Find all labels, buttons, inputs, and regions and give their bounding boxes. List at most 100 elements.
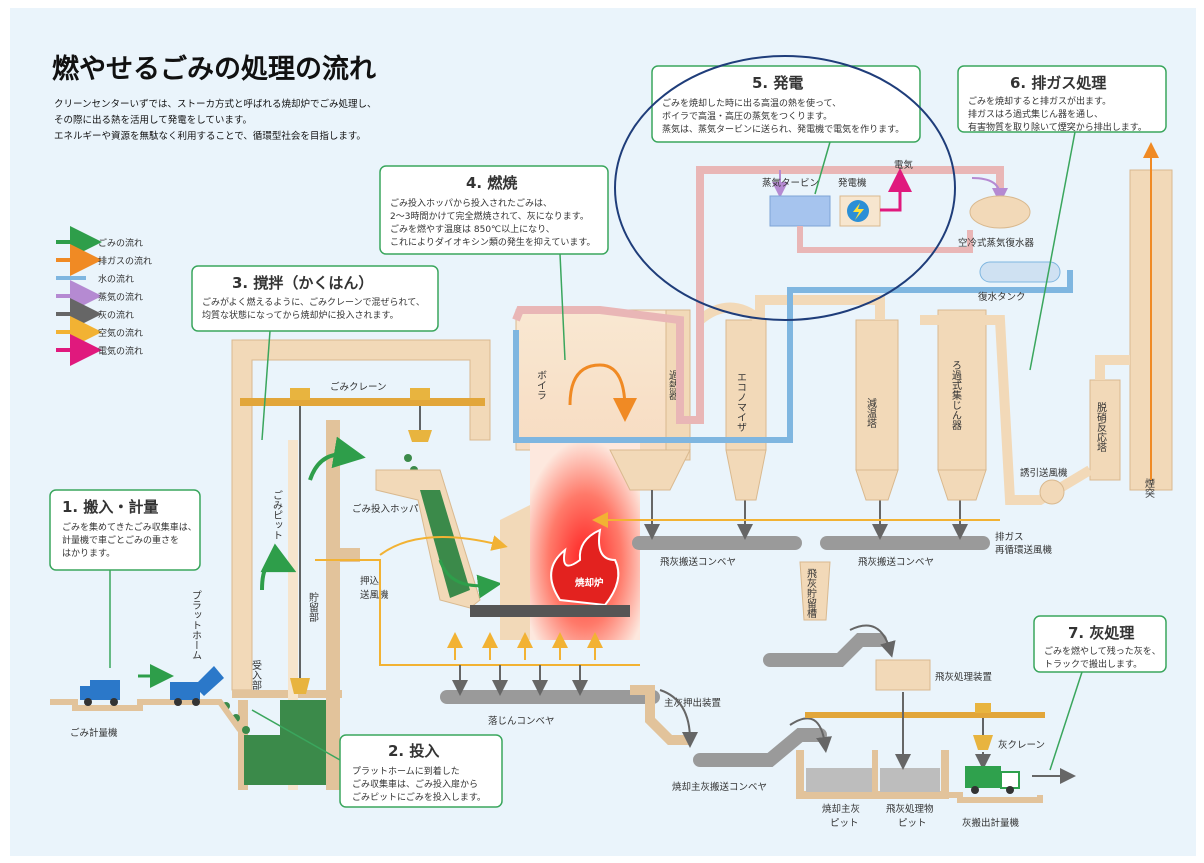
page-title: 燃やせるごみの処理の流れ <box>52 53 376 85</box>
label-fly-ash-conveyor-1: 飛灰搬送コンベヤ <box>660 556 736 568</box>
callout-2-line-1: プラットホームに到着した <box>352 765 460 777</box>
callout-3-line-1: ごみがよく燃えるように、ごみクレーンで混ぜられて、 <box>202 296 425 308</box>
legend: ごみの流れ 排ガスの流れ 水の流れ 蒸気の流れ 灰の流れ 空気の流れ 電気の流れ <box>56 226 152 366</box>
pit-garbage-right <box>280 700 326 785</box>
label-platform: プラットホーム <box>190 590 202 660</box>
label-superheater: 過熱器 <box>667 370 679 401</box>
label-main-ash-extractor: 主灰押出装置 <box>664 697 721 709</box>
label-condensate-tank: 復水タンク <box>978 291 1026 303</box>
ash-crane-rail <box>805 712 1045 718</box>
arrow-garbage-pit-1 <box>260 543 297 591</box>
intro-line-1: クリーンセンターいずでは、ストーカ方式と呼ばれる焼却炉でごみ処理し、 <box>54 98 377 110</box>
arrow-boiler-gas <box>568 363 637 422</box>
label-chimney: 煙突 <box>1143 478 1155 499</box>
push-blower: 押込 送風機 <box>315 535 640 666</box>
callout-5-line-3: 蒸気は、蒸気タービンに送られ、発電機で電気を作ります。 <box>662 123 904 135</box>
callout-1-line-3: はかります。 <box>62 548 115 559</box>
condensate-tank <box>979 261 1061 283</box>
callout-4: 4. 燃焼 ごみ投入ホッパから投入されたごみは、 2～3時間かけて完全燃焼されて… <box>379 165 609 361</box>
label-fly-ash-pit-1: 飛灰処理物 <box>886 803 934 815</box>
label-drop-conveyor: 落じんコンベヤ <box>488 715 555 727</box>
air-cooled-condenser <box>969 195 1031 229</box>
economizer <box>725 319 767 451</box>
callout-2-line-2: ごみ収集車は、ごみ投入扉から <box>352 778 478 790</box>
label-exhaust-fan-2: 再循環送風機 <box>995 544 1053 556</box>
arrow-electricity <box>880 168 912 212</box>
crane-bucket-lower <box>290 678 310 694</box>
label-condenser: 空冷式蒸気復水器 <box>958 237 1035 249</box>
label-fly-ash-conveyor-2: 飛灰搬送コンベヤ <box>858 556 934 568</box>
fly-ash-silo <box>799 561 831 621</box>
legend-label-steam: 蒸気の流れ <box>98 291 143 303</box>
callout-1-line-2: 計量機で車ごとごみの重さを <box>62 534 179 546</box>
label-fly-ash-treatment: 飛灰処理装置 <box>935 671 992 683</box>
label-main-ash-pit-1: 焼却主灰 <box>822 803 860 815</box>
label-economizer: エコノマイザ <box>735 372 747 432</box>
drop-conveyor-group: 落じんコンベヤ 主灰押出装置 <box>440 665 721 748</box>
intro-line-3: エネルギーや資源を無駄なく利用することで、循環型社会を目指します。 <box>54 130 366 142</box>
label-induced-fan: 誘引送風機 <box>1020 467 1068 479</box>
legend-label-electricity: 電気の流れ <box>98 345 143 357</box>
denox-tower <box>1089 379 1121 481</box>
ash-truck: 灰搬出計量機 <box>945 766 1076 829</box>
bag-filter <box>937 309 987 471</box>
crane-rail <box>240 398 485 406</box>
main-ash-conveyor <box>693 728 827 767</box>
label-fly-ash-silo: 飛灰貯留槽 <box>805 568 817 619</box>
label-ash-crane: 灰クレーン <box>998 739 1045 751</box>
callout-7: 7. 灰処理 ごみを燃やして残った灰を、 トラックで搬出します。 <box>1033 615 1167 771</box>
label-hopper: ごみ投入ホッパ <box>352 503 419 515</box>
flame-icon <box>550 528 620 607</box>
callout-5-title: 5. 発電 <box>752 74 803 92</box>
induced-fan <box>1039 479 1065 505</box>
steam-water-piping: 蒸気タービン 発電機 電気 空冷式蒸気復水器 復水タンク <box>512 159 1073 443</box>
label-furnace: 焼却炉 <box>575 577 604 589</box>
fly-ash-conveyor-1 <box>632 536 802 550</box>
callout-1: 1. 搬入・計量 ごみを集めてきたごみ収集車は、 計量機で車ごとごみの重さを は… <box>49 489 201 668</box>
label-garbage-scale: ごみ計量機 <box>70 727 118 739</box>
legend-label-garbage: ごみの流れ <box>98 237 143 249</box>
truck-dumping-icon <box>170 682 200 700</box>
steam-turbine <box>769 195 831 227</box>
arrow-garbage-pit-2 <box>308 436 366 481</box>
lightning-bolt-icon <box>853 203 864 220</box>
crane-bucket-upper <box>408 430 432 442</box>
main-ash-conveyor-group: 焼却主灰搬送コンベヤ <box>672 717 832 793</box>
garbage-truck-area: ごみ計量機 <box>50 664 243 739</box>
callout-6-line-1: ごみを焼却すると排ガスが出ます。 <box>968 95 1111 107</box>
ash-pits: 焼却主灰 ピット 飛灰処理物 ピット 灰クレーン <box>796 703 1045 829</box>
ash-crane-bucket <box>973 735 993 750</box>
highlight-ellipse <box>614 55 956 321</box>
fly-ash-treatment-unit <box>875 659 931 691</box>
callout-2-title: 2. 投入 <box>388 742 439 760</box>
legend-label-ash: 灰の流れ <box>98 309 134 321</box>
label-electricity: 電気 <box>894 159 914 171</box>
fly-ash-system: 飛灰搬送コンベヤ 飛灰搬送コンベヤ 飛灰貯留槽 飛灰処理装置 <box>632 490 992 770</box>
label-denox: 脱硝反応塔 <box>1095 401 1107 453</box>
callout-4-line-3: ごみを燃やす温度は 850℃以上になり、 <box>390 223 555 235</box>
intro-line-2: その際に出る熱を活用して発電をしています。 <box>54 114 252 126</box>
hopper: ごみ投入ホッパ <box>352 469 502 609</box>
callout-6-line-3: 有害物質を取り除いて煙突から排出します。 <box>968 121 1147 133</box>
fly-ash-conveyor-2 <box>820 536 990 550</box>
callout-2: 2. 投入 プラットホームに到着した ごみ収集車は、ごみ投入扉から ごみピットに… <box>251 709 503 808</box>
label-storage: 貯留部 <box>307 592 319 623</box>
callout-3: 3. 撹拌（かくはん） ごみがよく燃えるように、ごみクレーンで混ぜられて、 均質… <box>191 265 439 441</box>
callout-1-line-1: ごみを集めてきたごみ収集車は、 <box>62 521 197 533</box>
callout-5-line-1: ごみを焼却した時に出る高温の熱を使って、 <box>662 97 841 109</box>
label-pit: ごみピット <box>271 490 283 540</box>
callout-3-title: 3. 撹拌（かくはん） <box>232 274 373 292</box>
drop-conveyor <box>440 690 660 704</box>
legend-label-exhaust: 排ガスの流れ <box>98 255 152 267</box>
label-cooling-tower: 減温塔 <box>865 397 877 429</box>
legend-label-water: 水の流れ <box>98 273 134 285</box>
label-fly-ash-pit-2: ピット <box>898 818 927 829</box>
callout-4-line-2: 2～3時間かけて完全燃焼されて、灰になります。 <box>390 210 589 222</box>
callout-4-line-1: ごみ投入ホッパから投入されたごみは、 <box>390 197 552 209</box>
callout-5: 5. 発電 ごみを焼却した時に出る高温の熱を使って、 ボイラで高温・高圧の蒸気を… <box>614 55 956 321</box>
stoker-grate <box>470 605 630 617</box>
callout-5-line-2: ボイラで高温・高圧の蒸気をつくります。 <box>662 110 832 122</box>
callout-7-title: 7. 灰処理 <box>1068 624 1134 642</box>
truck-cargo-icon <box>965 766 1001 788</box>
